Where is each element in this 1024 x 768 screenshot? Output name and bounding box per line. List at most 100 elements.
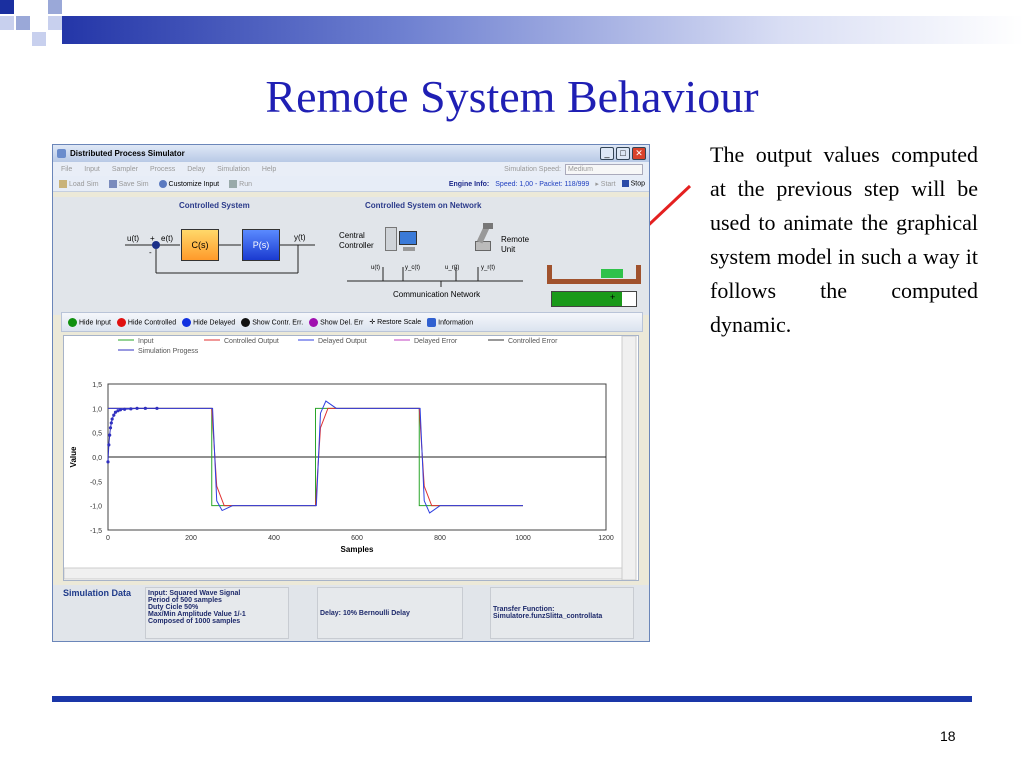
- menu-simulation[interactable]: Simulation: [217, 165, 250, 173]
- load-sim-button[interactable]: Load Sim: [59, 179, 99, 188]
- network-title: Controlled System on Network: [365, 201, 482, 210]
- window-titlebar: Distributed Process Simulator: [53, 145, 649, 162]
- plus-sign: +: [150, 234, 155, 243]
- speed-select[interactable]: Medium: [565, 164, 643, 175]
- menu-sampler[interactable]: Sampler: [111, 165, 138, 173]
- save-icon: [108, 179, 117, 188]
- hide-controlled-button[interactable]: Hide Controlled: [116, 317, 176, 327]
- save-sim-button[interactable]: Save Sim: [108, 179, 149, 188]
- start-button[interactable]: ▸ Start: [595, 181, 616, 188]
- close-button[interactable]: ✕: [632, 147, 646, 160]
- simulation-data-title: Simulation Data: [63, 588, 132, 598]
- x-axis-label: Samples: [341, 545, 374, 554]
- engine-info-label: Engine Info:: [448, 180, 490, 188]
- show-contr-err-button[interactable]: Show Contr. Err.: [241, 317, 303, 327]
- position-bar-sign: +: [610, 292, 616, 302]
- menu-help[interactable]: Help: [261, 165, 277, 173]
- animated-cart-model: [547, 265, 641, 285]
- x-tick-label: 1200: [598, 535, 614, 542]
- series-line: [107, 407, 157, 462]
- restore-scale-button[interactable]: ✛ Restore Scale: [369, 319, 422, 326]
- crosshair-icon: ✛: [369, 319, 378, 326]
- menu-delay[interactable]: Delay: [187, 165, 206, 173]
- progress-point: [110, 417, 114, 421]
- maximize-button[interactable]: □: [616, 147, 630, 160]
- run-icon: [229, 179, 238, 188]
- y-tick-label: 1,0: [92, 406, 102, 413]
- u-label: u(t): [127, 234, 139, 243]
- progress-point: [135, 406, 139, 410]
- progress-point: [108, 426, 113, 430]
- delay-line: Delay: 10% Bernoulli Delay: [320, 610, 410, 617]
- y-tick-label: 1,5: [92, 382, 102, 389]
- progress-point: [129, 407, 133, 411]
- progress-point: [112, 413, 116, 417]
- transfer-line: Simulatore.funzSlitta_controllata: [493, 613, 603, 620]
- customize-input-button[interactable]: Customize Input: [158, 179, 219, 188]
- purple-dot-icon: [309, 317, 319, 327]
- central-controller-label: Central Controller: [339, 231, 374, 250]
- information-button[interactable]: Information: [427, 317, 473, 327]
- plant-block[interactable]: P(s): [242, 229, 280, 261]
- robot-arm-icon: [467, 223, 497, 253]
- input-line: Duty Cicle 50%: [148, 604, 199, 611]
- x-tick-label: 400: [268, 535, 280, 542]
- input-line: Max/Min Amplitude Value 1/-1: [148, 611, 246, 618]
- controlled-system-title: Controlled System: [179, 201, 250, 210]
- signal-u: u(t): [371, 265, 380, 271]
- simulator-window: Distributed Process Simulator _ □ ✕ File…: [52, 144, 650, 642]
- red-dot-icon: [116, 317, 126, 327]
- page-number: 18: [940, 728, 956, 744]
- controller-block[interactable]: C(s): [181, 229, 219, 261]
- legend-entry: Controlled Error: [508, 338, 558, 345]
- system-diagram: Controlled System Controlled System on N…: [53, 197, 649, 315]
- cart-block: [601, 269, 623, 278]
- y-label: y(t): [294, 233, 306, 242]
- input-info-box: Input: Squared Wave Signal Period of 500…: [145, 587, 289, 639]
- hide-input-button[interactable]: Hide Input: [68, 317, 111, 327]
- menu-bar: File Input Sampler Process Delay Simulat…: [53, 162, 649, 176]
- legend-entry: Controlled Output: [224, 338, 279, 345]
- folder-icon: [59, 179, 67, 188]
- x-tick-label: 800: [434, 535, 446, 542]
- minimize-button[interactable]: _: [600, 147, 614, 160]
- hide-delayed-button[interactable]: Hide Delayed: [182, 317, 235, 327]
- progress-point: [123, 407, 127, 411]
- slide-title: Remote System Behaviour: [265, 71, 759, 122]
- toolbar: Load Sim Save Sim Customize Input Run: [53, 176, 649, 192]
- remote-unit-label: Remote Unit: [501, 235, 530, 254]
- e-label: e(t): [161, 234, 173, 243]
- speed-control: Simulation Speed: Medium: [504, 164, 643, 175]
- run-button[interactable]: Run: [229, 179, 252, 188]
- progress-point: [118, 408, 123, 412]
- show-del-err-button[interactable]: Show Del. Err: [309, 317, 363, 327]
- y-tick-label: 0,0: [92, 455, 102, 462]
- app-icon: [57, 149, 66, 158]
- comm-network-label: Communication Network: [393, 290, 481, 299]
- progress-point: [109, 421, 113, 425]
- stop-button[interactable]: Stop: [621, 180, 645, 188]
- legend-entry: Input: [138, 338, 154, 345]
- progress-point: [107, 443, 111, 447]
- footer-bar: [52, 696, 972, 702]
- progress-point: [108, 433, 112, 437]
- legend-entry: Delayed Error: [414, 338, 458, 345]
- x-tick-label: 0: [106, 535, 110, 542]
- info-icon: [427, 317, 437, 327]
- x-tick-label: 600: [351, 535, 363, 542]
- signal-yr: y_r(t): [481, 265, 495, 271]
- y-tick-label: 0,5: [92, 431, 102, 438]
- menu-process[interactable]: Process: [149, 165, 176, 173]
- block-diagram-lines: [125, 241, 523, 287]
- menu-input[interactable]: Input: [84, 165, 100, 173]
- menu-file[interactable]: File: [61, 165, 73, 173]
- input-line: Composed of 1000 samples: [148, 618, 241, 625]
- speed-label: Simulation Speed:: [504, 166, 561, 173]
- series-line: [108, 400, 523, 514]
- series-line: [108, 407, 523, 507]
- horizontal-scrollbar: [63, 567, 623, 580]
- y-tick-label: -1,5: [90, 528, 102, 535]
- x-tick-label: 200: [185, 535, 197, 542]
